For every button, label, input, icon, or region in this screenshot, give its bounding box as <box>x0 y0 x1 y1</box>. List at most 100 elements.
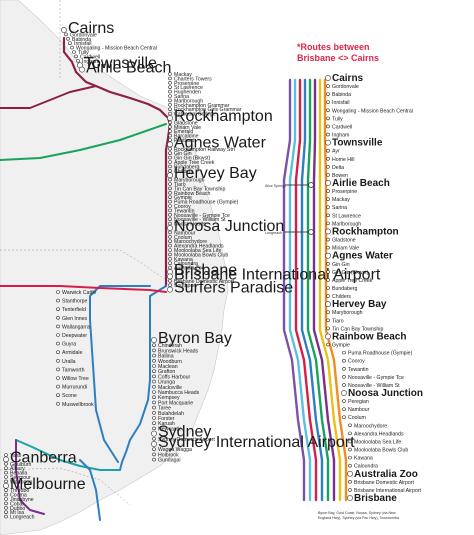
station-label: Charters Towers <box>174 76 212 82</box>
station-dot <box>168 239 172 243</box>
routes-title-line2: Brisbane <> Cairns <box>297 53 379 63</box>
station-label: Brisbane <box>174 262 237 279</box>
station-label: Maryborough <box>174 178 205 184</box>
station-dot <box>4 461 8 466</box>
station-label: Coolum <box>174 235 192 241</box>
station-label: Longreach <box>10 515 35 521</box>
station-label: Rockhampton <box>332 226 399 237</box>
station-label: Byron Bay <box>158 330 232 347</box>
station-label: Hervey Bay <box>174 165 257 182</box>
station-dot <box>152 374 156 379</box>
station-dot <box>168 199 172 204</box>
station-dot <box>168 138 172 142</box>
station-dot <box>326 116 330 121</box>
station-dot <box>326 342 330 347</box>
station-label: Noosaville - Gympie Tce <box>174 213 230 219</box>
station-dot <box>347 470 353 477</box>
station-label: Benalla <box>10 471 27 477</box>
station-label: Home Hill <box>332 157 354 163</box>
rt-line-6 <box>323 78 348 502</box>
station-dot <box>76 58 80 63</box>
station-label: Cooma <box>10 493 27 499</box>
station-label: Hughenden <box>174 90 201 96</box>
station-dot <box>168 89 172 94</box>
station-label: Sarina <box>174 94 189 100</box>
station-dot <box>70 45 74 50</box>
station-label: Puma Roadhouse (Gympie) <box>174 200 239 206</box>
station-label: Forster <box>158 416 175 422</box>
footnote-line1: Byron Bay, Gold Coast, Noosa, Sydney (vi… <box>318 511 396 515</box>
station-label: Gympie <box>174 195 192 201</box>
station-label: Ingham <box>82 59 99 65</box>
station-label: Urunga <box>158 380 175 386</box>
station-dot <box>152 364 156 368</box>
station-dot <box>325 252 331 259</box>
station-dot <box>152 358 156 363</box>
station-label: Babinda <box>72 37 91 43</box>
station-dot <box>326 124 330 129</box>
station-dot <box>4 470 8 475</box>
route-line-rockhampton-west <box>0 123 167 161</box>
station-label: Taree <box>158 406 171 412</box>
station-label: Nambucca Heads <box>158 390 200 396</box>
station-dot <box>168 85 172 89</box>
station-dot <box>4 488 8 493</box>
station-dot <box>168 94 172 98</box>
station-dot <box>152 421 156 426</box>
station-dot <box>326 221 330 226</box>
station-dot <box>168 133 172 138</box>
station-label: Cardwell <box>332 124 352 130</box>
station-dot <box>3 456 9 463</box>
station-dot <box>326 84 330 88</box>
station-dot <box>168 256 172 261</box>
station-label: Delta <box>332 165 344 171</box>
station-dot <box>74 54 78 59</box>
station-label: Bundaberg <box>332 286 357 292</box>
station-label: Agnes Water <box>332 251 393 262</box>
station-dot <box>152 348 156 353</box>
station-label: Bundaberg <box>174 164 199 170</box>
station-label: Surfers Paradise <box>174 280 293 297</box>
footnote-line2: England Hwy), Sydney (via Pac Hwy), Toow… <box>318 516 399 520</box>
station-label: Noosaville - William St <box>348 383 400 389</box>
station-dot <box>56 367 60 372</box>
station-label: Brisbane Domestic Airport <box>174 279 235 285</box>
station-label: Tewantin <box>348 367 369 373</box>
station-dot <box>326 173 330 177</box>
station-label: Noosaville - Gympie Tce <box>348 375 404 381</box>
station-label: Innisfail <box>74 41 92 47</box>
station-dot <box>168 278 172 283</box>
station-label: Warwick Cattle <box>62 290 97 296</box>
station-dot <box>347 495 353 501</box>
station-label: Barcaldine <box>174 134 199 140</box>
route-line-inland <box>0 285 167 293</box>
station-label: Tully <box>332 116 343 122</box>
station-dot <box>326 278 330 282</box>
station-label: Canberra <box>10 449 77 466</box>
station-dot <box>168 252 172 257</box>
station-dot <box>168 81 172 85</box>
station-dot <box>168 98 172 103</box>
station-label: Marlborough <box>174 98 203 104</box>
station-dot <box>152 400 156 405</box>
station-dot <box>152 452 156 457</box>
station-dot <box>4 492 8 497</box>
station-label: Tiaro <box>332 318 344 324</box>
station-label: Gin Gin (Bkwst) <box>174 156 211 162</box>
station-dot <box>152 405 156 410</box>
station-dot <box>152 379 156 384</box>
rt-line-5 <box>318 78 342 502</box>
station-label: Maryborough <box>332 310 363 316</box>
station-label: Rainbow Beach <box>174 191 210 197</box>
land-mass <box>0 0 229 535</box>
station-dot <box>4 505 8 510</box>
station-dot <box>168 76 172 81</box>
station-dot <box>151 337 157 343</box>
station-dot <box>151 430 157 437</box>
station-label: Rockhampton Girls Grammar <box>174 107 242 113</box>
station-label: Gordonvale <box>332 84 359 90</box>
station-label: Miriam Vale <box>174 125 201 131</box>
station-dot <box>167 286 173 293</box>
station-label: Dubbo <box>10 506 25 512</box>
station-label: Hervey Bay <box>332 299 387 310</box>
